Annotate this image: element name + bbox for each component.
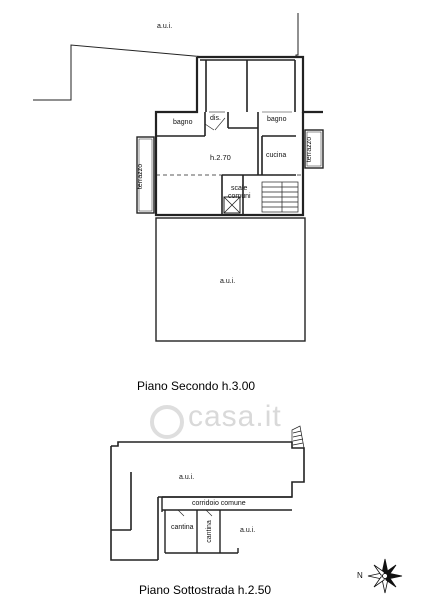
cellars [164,510,239,554]
label-cantina-2: cantina [205,520,213,543]
title-piano-secondo: Piano Secondo h.3.00 [137,379,256,393]
shaft [223,196,241,214]
label-cucina: cucina [266,152,287,159]
title-piano-sottostrada: Piano Sottostrada h.2.50 [139,583,272,597]
label-height-second: h.2.70 [210,153,231,162]
compass-rose [367,558,403,594]
inner-walls [156,59,296,215]
label-terrazzo-right: terrazzo [306,136,314,163]
aui-block [155,217,306,342]
label-terrazzo-left: terrazzo [137,163,145,190]
label-bagno-right: bagno [267,116,287,123]
watermark-logo-icon [150,405,184,439]
apartment-walls [154,55,323,217]
terrace-left [136,136,155,214]
label-aui-main: a.u.i. [220,278,236,285]
label-corridoio: corridoio comune [192,500,246,507]
terrace-right [304,129,324,169]
label-dis: dis. [210,115,221,122]
label-scale-line1: scale [231,185,248,192]
label-aui-top: a.u.i. [157,23,173,30]
compass-north-label: N [357,571,363,580]
basement-walls [110,441,305,561]
stairs [261,181,299,213]
label-bagno-left: bagno [173,119,193,126]
label-scale-line2: comuni [228,193,251,200]
corridor [158,496,292,512]
label-aui-basement: a.u.i. [179,474,195,481]
watermark: casa.it [188,400,282,433]
label-aui-basement-right: a.u.i. [240,527,256,534]
label-cantina-1: cantina [171,524,194,531]
basement-stairs [291,425,305,449]
